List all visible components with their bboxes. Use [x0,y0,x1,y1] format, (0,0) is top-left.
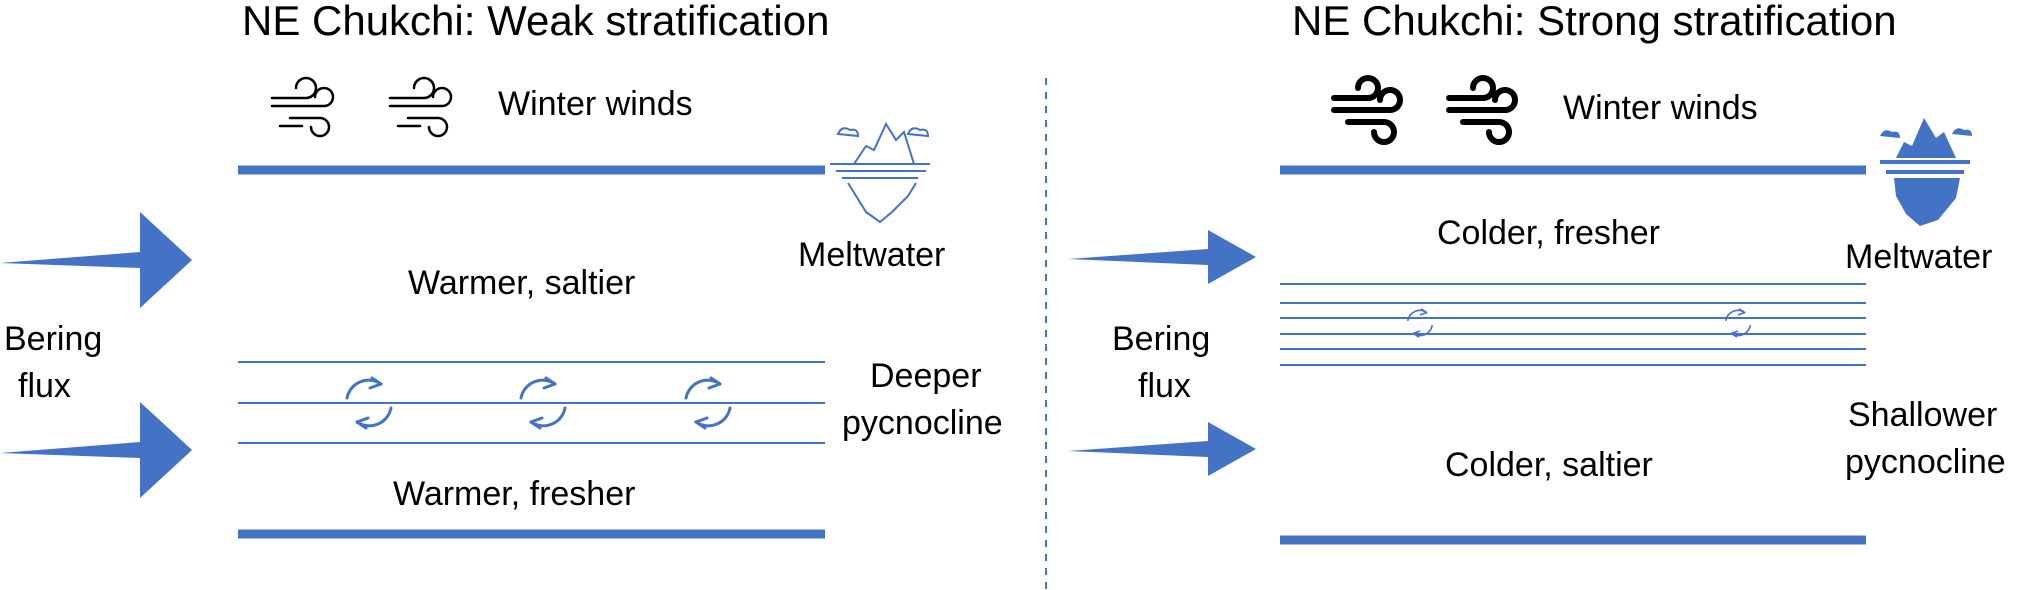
right-bottom-layer-label: Colder, saltier [1445,446,1653,484]
left-inflow-label-2: flux [18,367,71,405]
wind-icon [388,76,453,138]
wind-bold-icon [1449,78,1515,142]
right-inflow-label-1: Bering [1112,320,1210,358]
left-wind-label: Winter winds [498,85,693,123]
iceberg-filled-icon [1880,118,1972,226]
mixing-cycle-icon [1407,308,1433,338]
inflow-arrow [1068,230,1256,284]
left-ice-label: Meltwater [798,236,945,274]
iceberg-outline-icon [830,121,930,224]
right-wind-label: Winter winds [1563,89,1758,127]
left-pycnocline-label-2: pycnocline [842,404,1003,442]
right-title: NE Chukchi: Strong stratification [1292,0,1897,44]
inflow-arrow [0,212,192,308]
right-pycnocline-label-2: pycnocline [1845,443,2006,481]
right-ice-label: Meltwater [1845,238,1992,276]
right-pycnocline-label-1: Shallower [1848,396,1997,434]
right-inflow-label-2: flux [1138,367,1191,405]
wind-bold-icon [1334,78,1400,142]
left-title: NE Chukchi: Weak stratification [242,0,829,44]
left-pycnocline-label-1: Deeper [870,357,982,395]
left-inflow-label-1: Bering [4,320,102,358]
mixing-cycle-icon [1725,308,1751,338]
wind-icon [270,76,335,138]
inflow-arrow [0,402,192,498]
left-bottom-layer-label: Warmer, fresher [393,475,635,513]
inflow-arrow [1068,422,1256,476]
left-surface-layer-label: Warmer, saltier [408,264,635,302]
right-surface-layer-label: Colder, fresher [1437,214,1660,252]
